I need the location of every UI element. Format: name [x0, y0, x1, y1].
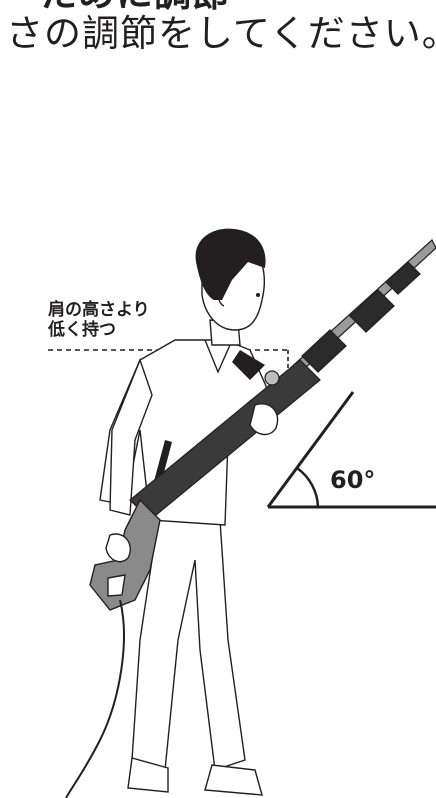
angle-guide [266, 391, 436, 509]
angle-label: 60° [330, 466, 376, 494]
power-cord [65, 599, 125, 798]
heading-partial-line: ために調節 [40, 0, 230, 16]
note-line-2: 低く持つ [48, 320, 116, 340]
person-figure [99, 241, 271, 796]
shoulder-note: 肩の高さより 低く持つ [48, 300, 150, 340]
pole-tool [129, 239, 436, 521]
hair [195, 228, 266, 300]
heading-text: さの調節をしてください。 [6, 12, 436, 55]
shoulder-strap [232, 350, 265, 380]
hand [249, 403, 279, 436]
note-line-1: 肩の高さより [48, 300, 150, 320]
